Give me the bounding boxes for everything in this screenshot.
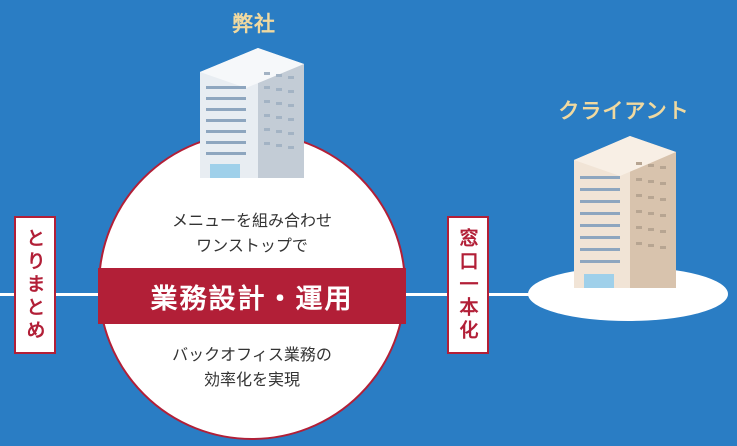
hub-text-line-3: バックオフィス業務の — [172, 345, 332, 364]
our-company-building-icon — [200, 48, 304, 178]
hub-service-band: 業務設計・運用 — [98, 268, 406, 324]
hub-text-line-2: ワンストップで — [196, 236, 308, 255]
single-contact-tag: 窓口一本化 — [447, 216, 489, 354]
client-building-icon — [574, 136, 676, 288]
coordination-tag: とりまとめ — [14, 216, 56, 354]
hub-text-line-1: メニューを組み合わせ — [171, 211, 332, 230]
our-company-label: 弊社 — [232, 12, 276, 36]
hub-text-line-4: 効率化を実現 — [203, 370, 300, 389]
client-label: クライアント — [558, 99, 690, 123]
